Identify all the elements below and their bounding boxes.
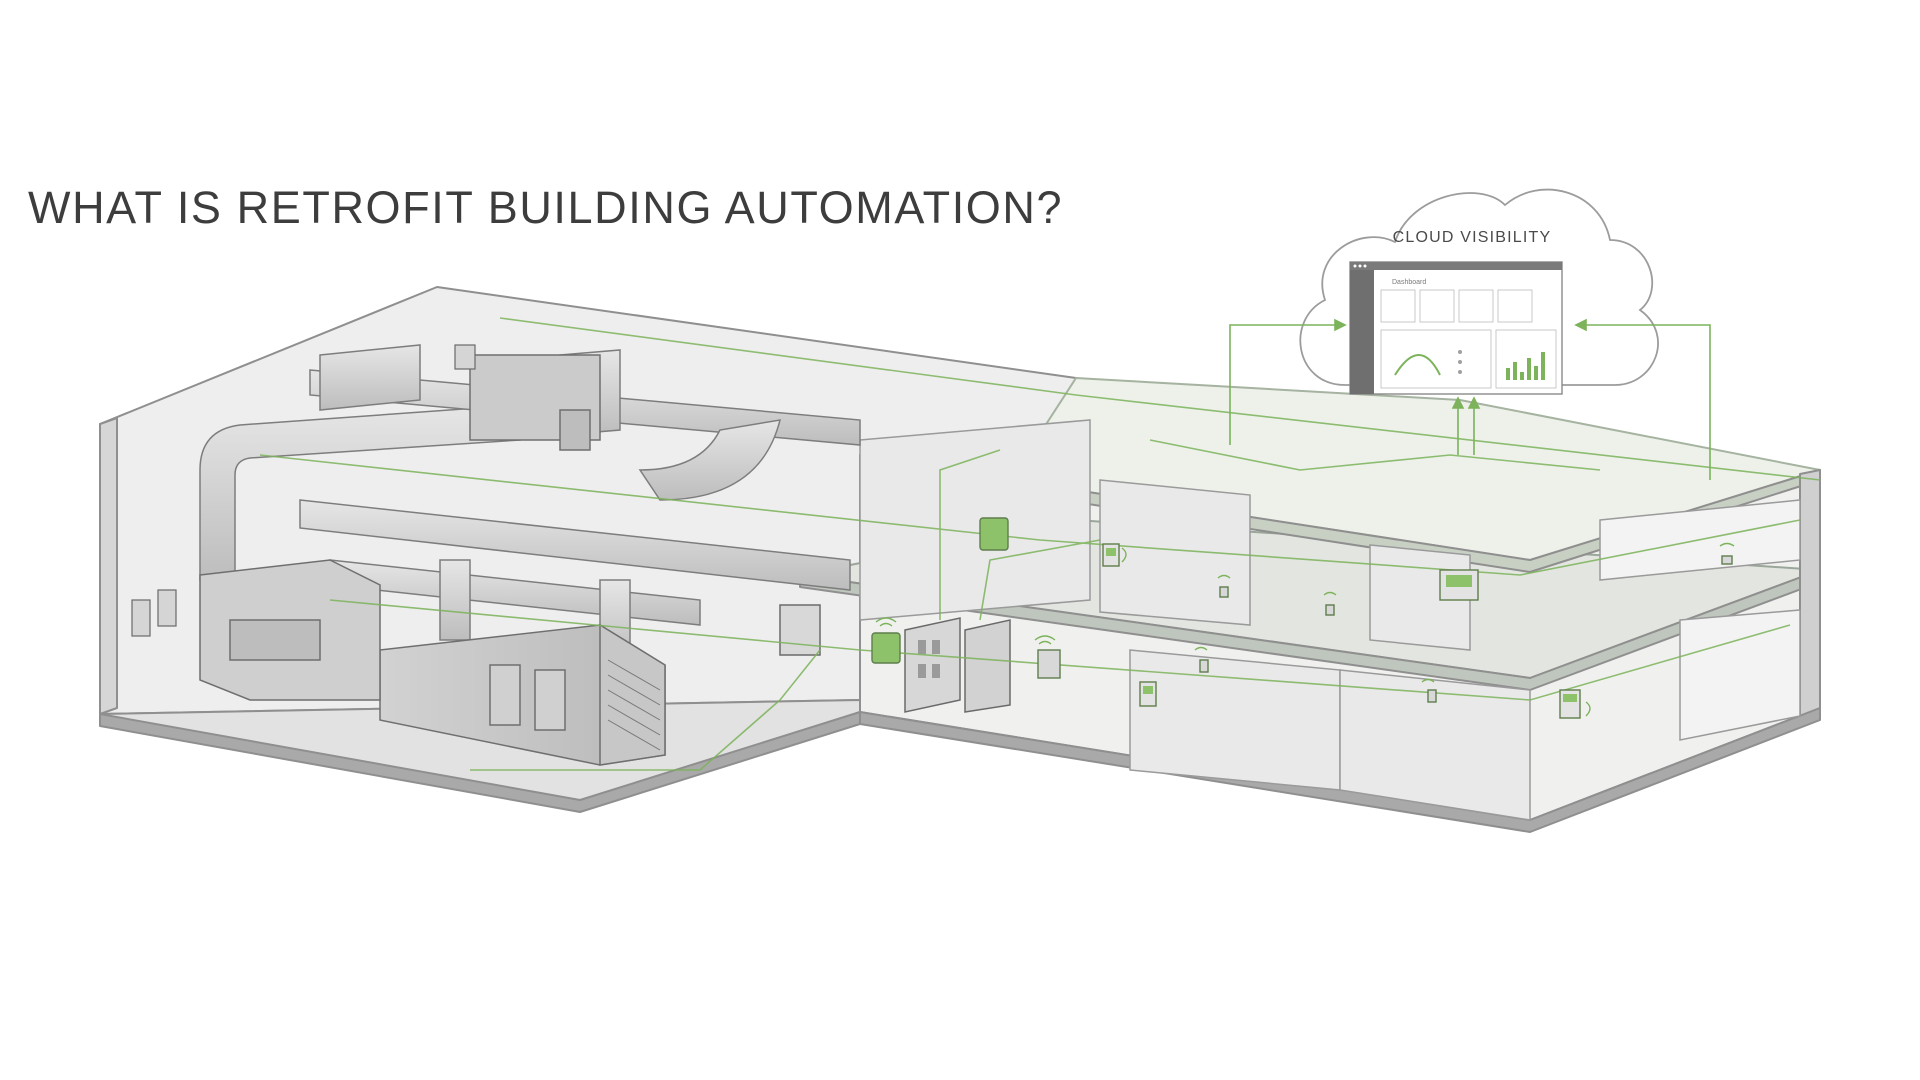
wall-switches	[131, 344, 476, 637]
cloud-data-links	[1229, 318, 1711, 480]
controller-icon	[979, 517, 1009, 551]
thermostat-icon	[1139, 681, 1157, 707]
wire-upper-trunk	[259, 454, 1801, 576]
link-right-arrowhead	[1574, 318, 1587, 332]
cloud-visibility-label: CLOUD VISIBILITY	[1392, 229, 1552, 246]
wire-ahu	[470, 649, 821, 771]
page-title: WHAT IS RETROFIT BUILDING AUTOMATION?	[28, 182, 1064, 233]
wire-ceiling-grid	[1149, 439, 1601, 471]
link-down-2-arrowhead	[1467, 396, 1481, 409]
network-wiring	[259, 317, 1821, 771]
dashboard-gauge	[1394, 354, 1441, 376]
partition-lower-room-1	[1129, 649, 1341, 791]
middle-supply-duct	[299, 499, 851, 591]
rooftop-duct-box-1	[319, 344, 421, 411]
wire-roof-loop	[499, 317, 1821, 481]
thermostat-icon	[1439, 569, 1479, 601]
dashboard-mini-chart	[1506, 352, 1545, 380]
link-right	[1580, 324, 1711, 480]
sensor-icon	[1199, 555, 1733, 703]
electrical-panel-icon	[779, 604, 1011, 713]
dashboard-icon	[1349, 261, 1563, 395]
partition-mechanical-room	[859, 419, 1091, 621]
thermostat-icon	[1102, 543, 1120, 567]
link-left	[1229, 324, 1340, 445]
branch-duct-1	[439, 559, 471, 641]
left-side-wall	[99, 417, 118, 715]
controller-icon	[871, 632, 901, 664]
link-down-1-arrowhead	[1451, 396, 1465, 409]
air-handler-icon	[379, 623, 666, 766]
mechanical-equipment	[199, 354, 601, 701]
right-side-wall	[1799, 469, 1821, 717]
curved-duct-elbow	[638, 419, 782, 501]
wifi-icon	[875, 542, 1735, 717]
dashboard-title: Dashboard	[1392, 279, 1427, 286]
thermostat-icon	[1037, 649, 1061, 679]
smart-devices	[871, 517, 1733, 719]
wire-panel-up	[939, 449, 1001, 620]
partition-lower-room-2	[1339, 669, 1531, 821]
wire-lower-trunk	[329, 599, 1791, 701]
link-left-arrowhead	[1334, 318, 1347, 332]
wire-panel-room	[979, 539, 1101, 621]
partition-lower-room-3	[1679, 609, 1801, 741]
partition-room-a	[1099, 479, 1251, 626]
interior-partitions	[859, 419, 1801, 821]
thermostat-icon	[1559, 689, 1581, 719]
